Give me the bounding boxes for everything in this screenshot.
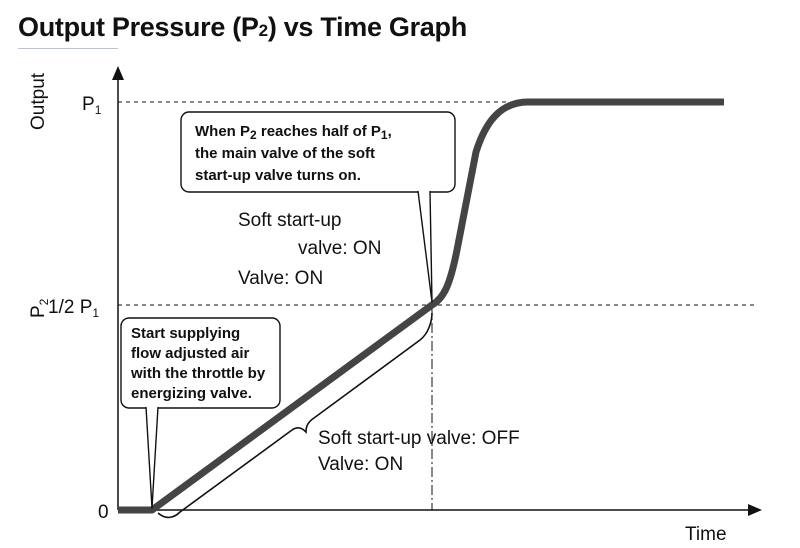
svg-text:P2: P2 xyxy=(28,298,51,318)
tick-label-zero: 0 xyxy=(98,502,109,523)
page-title: Output Pressure (P2) vs Time Graph xyxy=(18,12,467,42)
svg-text:start-up valve turns on.: start-up valve turns on. xyxy=(195,167,361,184)
svg-text:When P2 reaches half of P1,: When P2 reaches half of P1, xyxy=(195,123,392,142)
svg-text:the main valve of the soft: the main valve of the soft xyxy=(195,145,375,162)
annotation-valve-on-lower: Valve: ON xyxy=(318,454,403,475)
y-axis-label-output: Output xyxy=(28,72,49,130)
ramp-brace xyxy=(157,312,433,519)
annotation-valve-on: Valve: ON xyxy=(238,268,323,289)
callout-main-valve-on: When P2 reaches half of P1, the main val… xyxy=(180,111,456,303)
annotation-soft-start-on-line1: Soft start-up xyxy=(238,210,342,231)
svg-text:Start supplying: Start supplying xyxy=(131,325,240,342)
pressure-curve xyxy=(118,98,724,514)
callout-start-supplying: Start supplying flow adjusted air with t… xyxy=(120,317,281,509)
x-axis-label-time: Time xyxy=(685,524,727,545)
y-axis-label-p2: P2 xyxy=(28,298,51,318)
y-axis-arrow-icon xyxy=(112,66,124,80)
tick-label-p1: P1 xyxy=(82,94,102,117)
title-underline xyxy=(18,48,118,49)
svg-text:with the throttle by: with the throttle by xyxy=(130,365,266,382)
annotation-soft-start-on-line2: valve: ON xyxy=(298,238,381,259)
svg-text:flow adjusted air: flow adjusted air xyxy=(131,345,250,362)
x-axis-arrow-icon xyxy=(748,504,762,516)
annotation-soft-start-off: Soft start-up valve: OFF xyxy=(318,428,520,449)
tick-label-half-p1: 1/2 P1 xyxy=(48,297,99,320)
svg-text:energizing valve.: energizing valve. xyxy=(131,385,252,402)
